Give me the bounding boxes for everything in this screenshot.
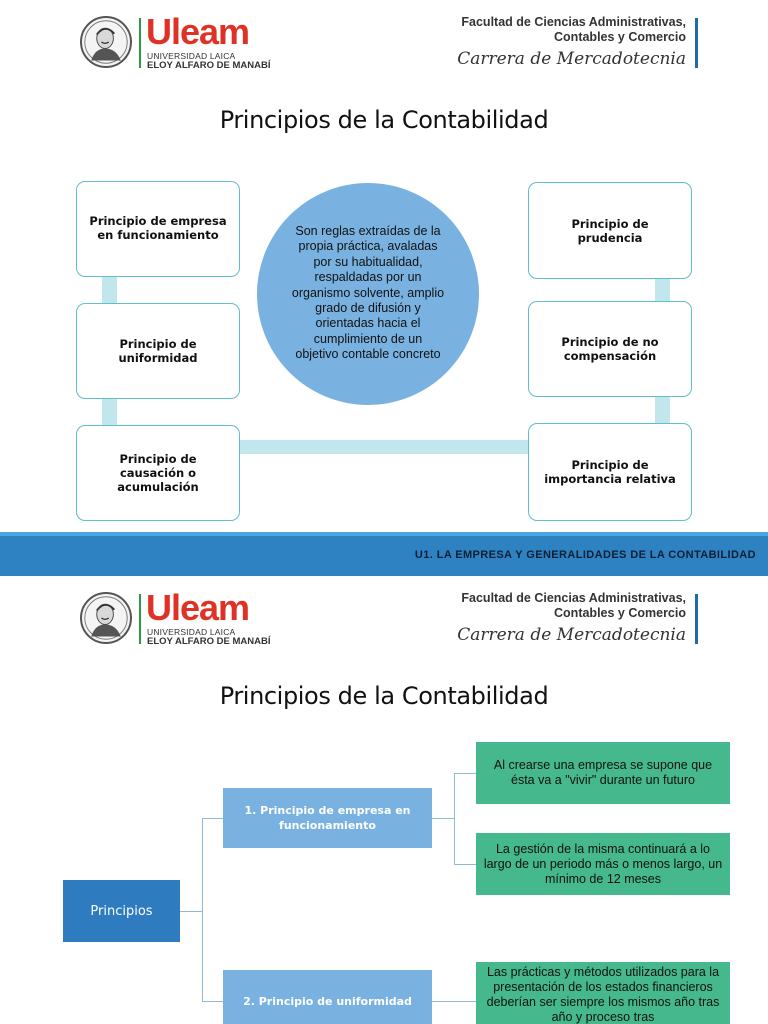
faculty-line-1: Facultad de Ciencias Administrativas, [461, 591, 686, 605]
root-node: Principios [63, 880, 180, 942]
tree-line-leaf-2 [454, 864, 476, 865]
leaf-node-3: Las prácticas y métodos utilizados para … [476, 962, 730, 1024]
leaf-node-1: Al crearse una empresa se supone que ést… [476, 742, 730, 804]
connector-bottom [238, 440, 530, 454]
principle-box-left-2: Principio de uniformidad [76, 303, 240, 399]
logo-divider [139, 18, 141, 68]
principle-box-right-3: Principio de importancia relativa [528, 423, 692, 521]
footer-band: U1. LA EMPRESA Y GENERALIDADES DE LA CON… [0, 532, 768, 576]
page-title: Principios de la Contabilidad [219, 106, 549, 134]
faculty-heading: Facultad de Ciencias Administrativas, Co… [457, 15, 686, 71]
definition-circle: Son reglas extraídas de la propia prácti… [257, 183, 479, 405]
brand-name: Uleam [146, 11, 250, 52]
connector-right-1 [655, 278, 670, 302]
unit-footer-label: U1. LA EMPRESA Y GENERALIDADES DE LA CON… [414, 549, 756, 561]
tree-line-root-vertical [202, 818, 203, 1002]
leaf-node-2: La gestión de la misma continuará a lo l… [476, 833, 730, 895]
faculty-heading: Facultad de Ciencias Administrativas, Co… [457, 591, 686, 647]
principle-box-right-1: Principio de prudencia [528, 182, 692, 279]
slide-2: Uleam UNIVERSIDAD LAICA ELOY ALFARO DE M… [0, 576, 768, 1024]
founder-portrait-seal-icon [80, 16, 132, 68]
brand-subtitle-2: ELOY ALFARO DE MANABÍ [147, 60, 271, 71]
tree-line-leaf-1 [454, 773, 476, 774]
faculty-accent-bar [695, 18, 698, 68]
tree-line-root [180, 911, 202, 912]
branch-node-2: 2. Principio de uniformidad [223, 970, 432, 1024]
brand-subtitle-1: UNIVERSIDAD LAICA [147, 627, 236, 637]
logo-divider [139, 594, 141, 644]
branch-node-1: 1. Principio de empresa en funcionamient… [223, 788, 432, 848]
tree-line-b1-vertical [454, 773, 455, 865]
founder-portrait-seal-icon [80, 592, 132, 644]
faculty-line-1: Facultad de Ciencias Administrativas, [461, 15, 686, 29]
faculty-line-2: Contables y Comercio [554, 606, 686, 620]
career-name: Carrera de Mercadotecnia [457, 625, 686, 645]
slide-1: Uleam UNIVERSIDAD LAICA ELOY ALFARO DE M… [0, 11, 768, 576]
principle-box-left-3: Principio de causación o acumulación [76, 425, 240, 521]
tree-line-branch-1 [202, 818, 223, 819]
brand-subtitle-1: UNIVERSIDAD LAICA [147, 51, 236, 61]
connector-left-2 [102, 398, 117, 426]
connector-right-2 [655, 396, 670, 424]
principle-box-left-1: Principio de empresa en funcionamiento [76, 181, 240, 277]
tree-line-branch-2 [202, 1001, 223, 1002]
tree-line-b1 [432, 818, 454, 819]
tree-line-leaf-3 [432, 1001, 476, 1002]
connector-left-1 [102, 276, 117, 304]
faculty-accent-bar [695, 594, 698, 644]
uleam-logo: Uleam UNIVERSIDAD LAICA ELOY ALFARO DE M… [80, 12, 280, 71]
brand-name: Uleam [146, 587, 250, 628]
brand-subtitle-2: ELOY ALFARO DE MANABÍ [147, 636, 271, 647]
uleam-logo: Uleam UNIVERSIDAD LAICA ELOY ALFARO DE M… [80, 588, 280, 647]
career-name: Carrera de Mercadotecnia [457, 49, 686, 69]
principle-box-right-2: Principio de no compensación [528, 301, 692, 397]
faculty-line-2: Contables y Comercio [554, 30, 686, 44]
page-title: Principios de la Contabilidad [219, 682, 549, 710]
